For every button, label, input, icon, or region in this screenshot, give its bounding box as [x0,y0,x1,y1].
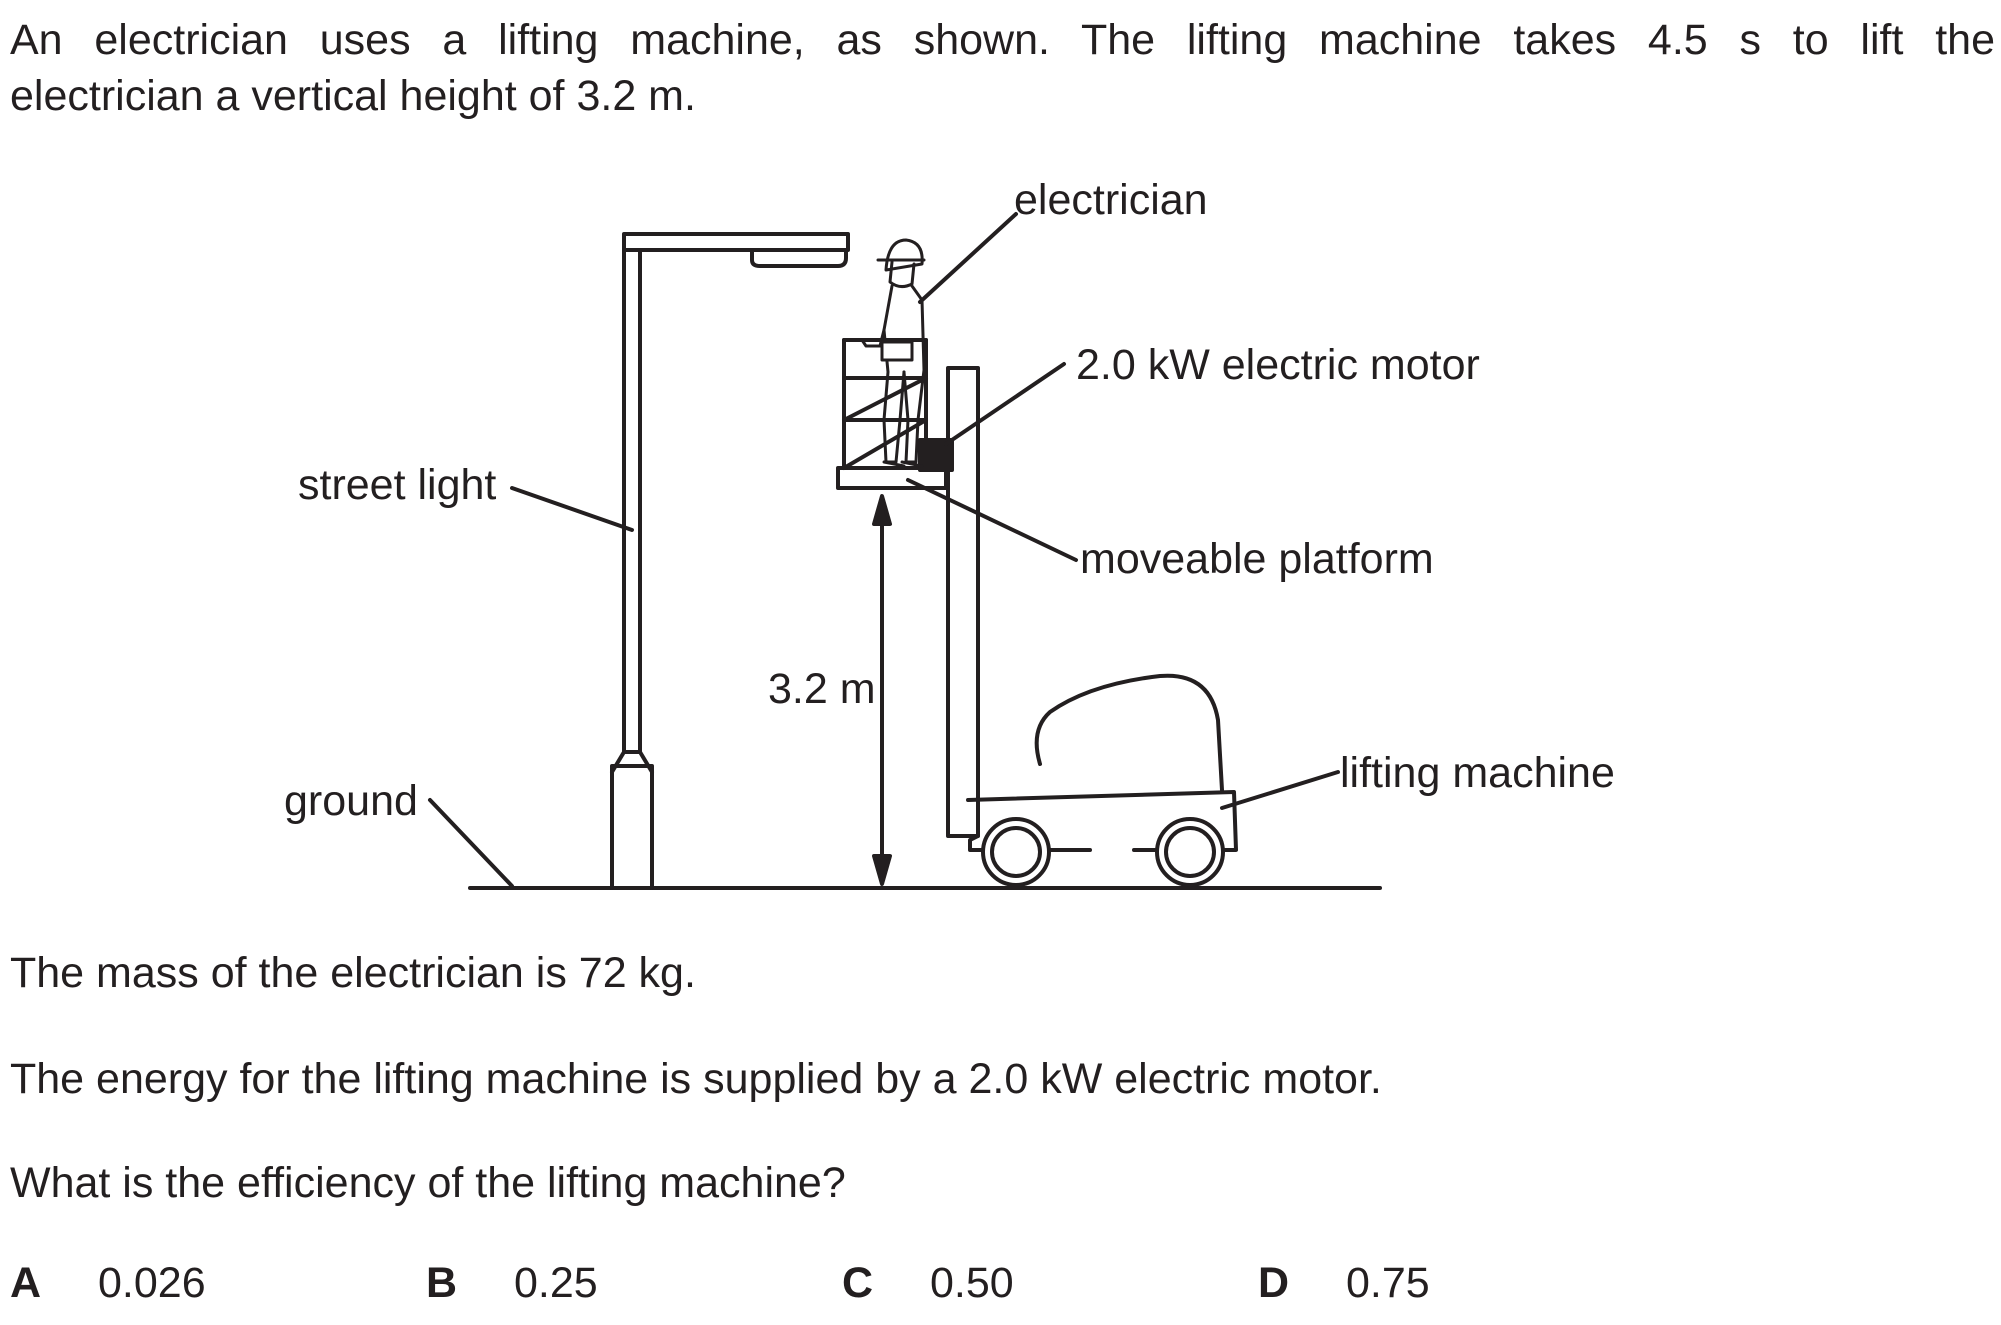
label-street-light: street light [298,461,496,509]
intro-text: An electrician uses a lifting machine, a… [10,12,1995,124]
option-letter: D [1258,1259,1290,1307]
ground-leader [428,798,514,888]
intro-line-2: electrician a vertical height of 3.2 m. [10,72,696,120]
option-d[interactable]: D 0.75 [1258,1258,1430,1308]
lifting-machine-drawing [946,366,1238,887]
label-electrician: electrician [1014,176,1208,224]
motor-leader [944,362,1066,446]
electrician-leader [918,212,1018,304]
moveable-platform-drawing [836,338,954,490]
option-value: 0.75 [1346,1259,1430,1307]
energy-statement: The energy for the lifting machine is su… [10,1055,1382,1103]
height-arrow [872,494,892,886]
option-value: 0.026 [98,1259,206,1307]
option-letter: C [842,1259,874,1307]
platform-leader [906,478,1078,562]
option-a[interactable]: A 0.026 [10,1258,206,1308]
electrician-figure [860,238,926,468]
option-letter: B [426,1259,458,1307]
lifting-machine-leader [1220,770,1340,810]
question-text: What is the efficiency of the lifting ma… [10,1159,846,1207]
mass-statement: The mass of the electrician is 72 kg. [10,949,696,997]
label-ground: ground [284,777,418,825]
label-motor: 2.0 kW electric motor [1076,341,1480,389]
option-c[interactable]: C 0.50 [842,1258,1014,1308]
label-height: 3.2 m [768,665,876,713]
street-light-leader [510,486,634,532]
street-light-drawing [610,232,850,890]
intro-line-1: An electrician uses a lifting machine, a… [10,16,1995,64]
option-value: 0.25 [514,1259,598,1307]
option-b[interactable]: B 0.25 [426,1258,598,1308]
label-lifting-machine: lifting machine [1340,749,1615,797]
option-value: 0.50 [930,1259,1014,1307]
option-letter: A [10,1259,42,1307]
label-platform: moveable platform [1080,535,1434,583]
